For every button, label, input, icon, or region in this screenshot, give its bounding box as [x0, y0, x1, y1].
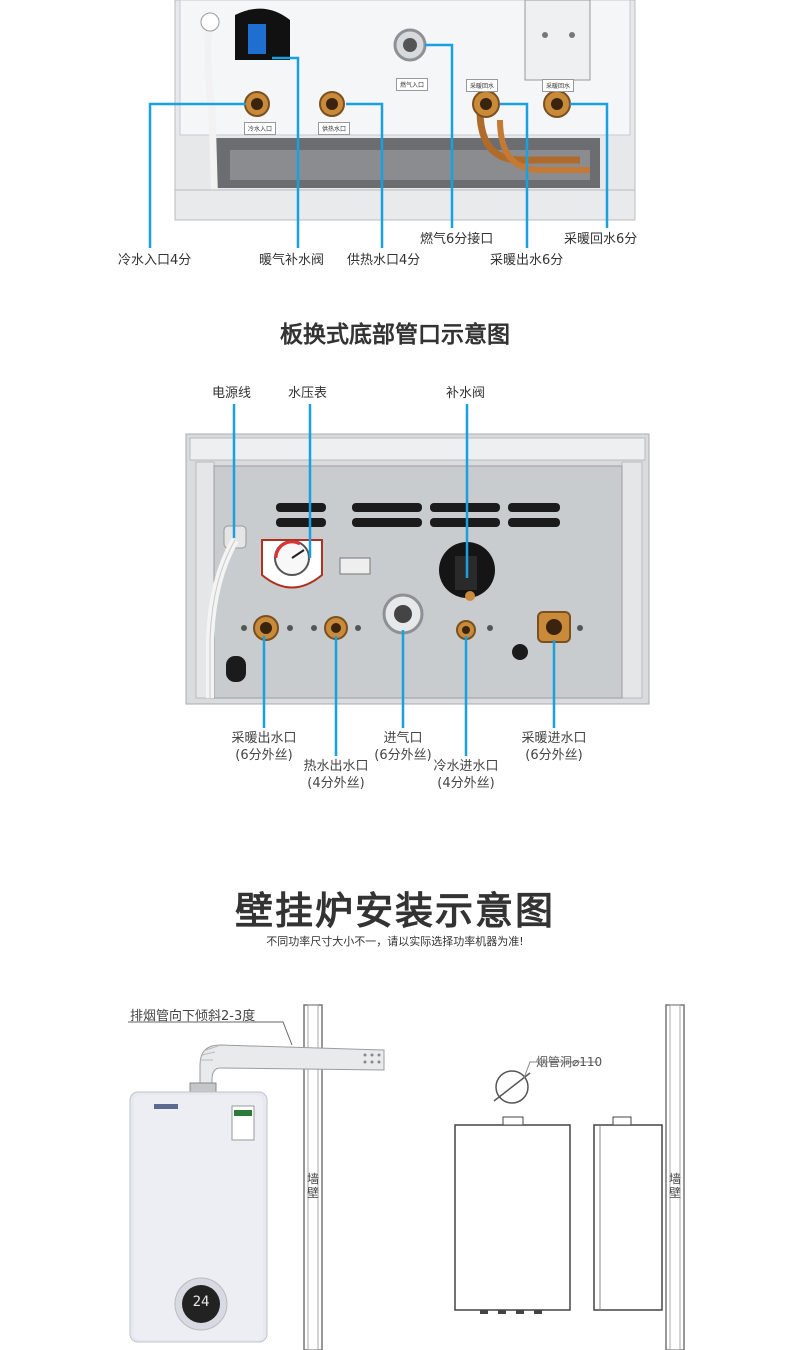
tag-heating-return-2: 采暖回水	[542, 79, 575, 92]
label-hot-water-outlet-spec: (4分外丝)	[307, 776, 365, 791]
label-heating-inlet: 采暖进水口 (6分外丝)	[516, 730, 592, 764]
label-heating-outlet-spec: (6分外丝)	[235, 748, 293, 763]
label-hot-water-outlet-name: 热水出水口	[303, 759, 369, 774]
section-title-plate-exchanger: 板换式底部管口示意图	[280, 322, 510, 348]
label-pressure-gauge: 水压表	[288, 386, 328, 401]
callout-gas-connection: 燃气6分接口	[420, 232, 494, 247]
callout-hot-water-out: 供热水口4分	[347, 253, 421, 268]
label-heating-inlet-spec: (6分外丝)	[525, 748, 583, 763]
section-title-installation: 壁挂炉安装示意图	[234, 889, 555, 933]
label-gas-inlet: 进气口 (6分外丝)	[365, 730, 441, 764]
label-cold-water-inlet: 冷水进水口 (4分外丝)	[428, 758, 504, 792]
top-boiler-illustration	[148, 0, 636, 248]
label-cold-water-inlet-name: 冷水进水口	[433, 759, 499, 774]
tag-cold-water-in: 冷水入口	[244, 122, 277, 135]
tag-heating-return-1: 采暖回水	[466, 79, 499, 92]
tag-hot-water-out: 供热水口	[318, 122, 351, 135]
label-refill-valve: 补水阀	[446, 386, 486, 401]
label-heating-outlet-name: 采暖出水口	[231, 731, 297, 746]
wall-label-right: 墙壁	[668, 1172, 681, 1200]
boiler-display-readout: 24	[192, 1294, 210, 1310]
tag-gas-inlet: 燃气入口	[396, 78, 429, 91]
label-gas-inlet-spec: (6分外丝)	[374, 748, 432, 763]
callout-refill-valve: 暖气补水阀	[259, 253, 325, 268]
callout-cold-water-in: 冷水入口4分	[118, 253, 192, 268]
label-gas-inlet-name: 进气口	[383, 731, 423, 746]
label-flue-hole: 烟管洞⌀110	[536, 1055, 603, 1069]
label-cold-water-inlet-spec: (4分外丝)	[437, 776, 495, 791]
label-hot-water-outlet: 热水出水口 (4分外丝)	[298, 758, 374, 792]
callout-heating-out: 采暖出水6分	[490, 253, 564, 268]
installation-note: 不同功率尺寸大小不一，请以实际选择功率机器为准!	[266, 935, 524, 948]
wall-label-left: 墙壁	[306, 1172, 319, 1200]
bottom-ports-illustration	[185, 404, 650, 756]
callout-heating-return: 采暖回水6分	[564, 232, 638, 247]
label-power-cord: 电源线	[212, 386, 252, 401]
label-heating-inlet-name: 采暖进水口	[521, 731, 587, 746]
label-flue-slope: 排烟管向下倾斜2-3度	[130, 1009, 256, 1024]
label-heating-outlet: 采暖出水口 (6分外丝)	[226, 730, 302, 764]
